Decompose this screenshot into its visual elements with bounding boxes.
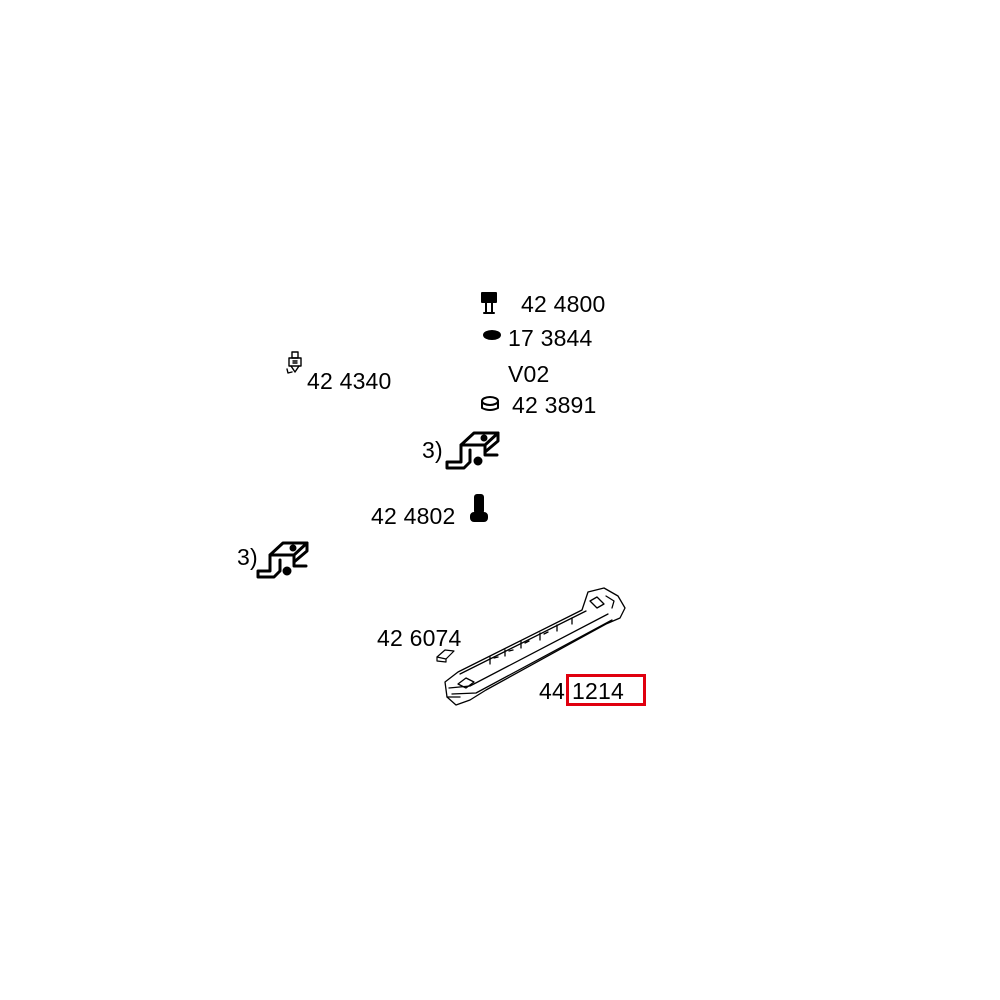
washer-icon [483,330,501,340]
footnote-label-bracket-upper: 3) [422,437,443,463]
part-label-rail-prefix: 44 [539,678,565,704]
bracket-lower-icon [256,541,309,579]
part-label-tab: 42 6074 [377,625,462,651]
tab-icon [436,649,455,663]
part-label-nut: 42 3891 [512,392,597,418]
part-label-bolt: 42 4802 [371,503,456,529]
part-label-washer: 17 3844 [508,325,593,351]
nut-icon [481,396,499,411]
part-label-rail-suffix: 1214 [572,678,624,704]
bracket-upper-icon [445,431,500,470]
part-label-screw-top: 42 4800 [521,291,606,317]
footnote-label-bracket-lower: 3) [237,544,258,570]
screw-top-icon [481,292,497,314]
rail-icon [444,587,626,706]
highlight-box [566,674,646,706]
part-label-clip: 42 4340 [307,368,392,394]
clip-icon [286,351,302,374]
bolt-icon [470,494,488,522]
variant-label: V02 [508,361,550,387]
